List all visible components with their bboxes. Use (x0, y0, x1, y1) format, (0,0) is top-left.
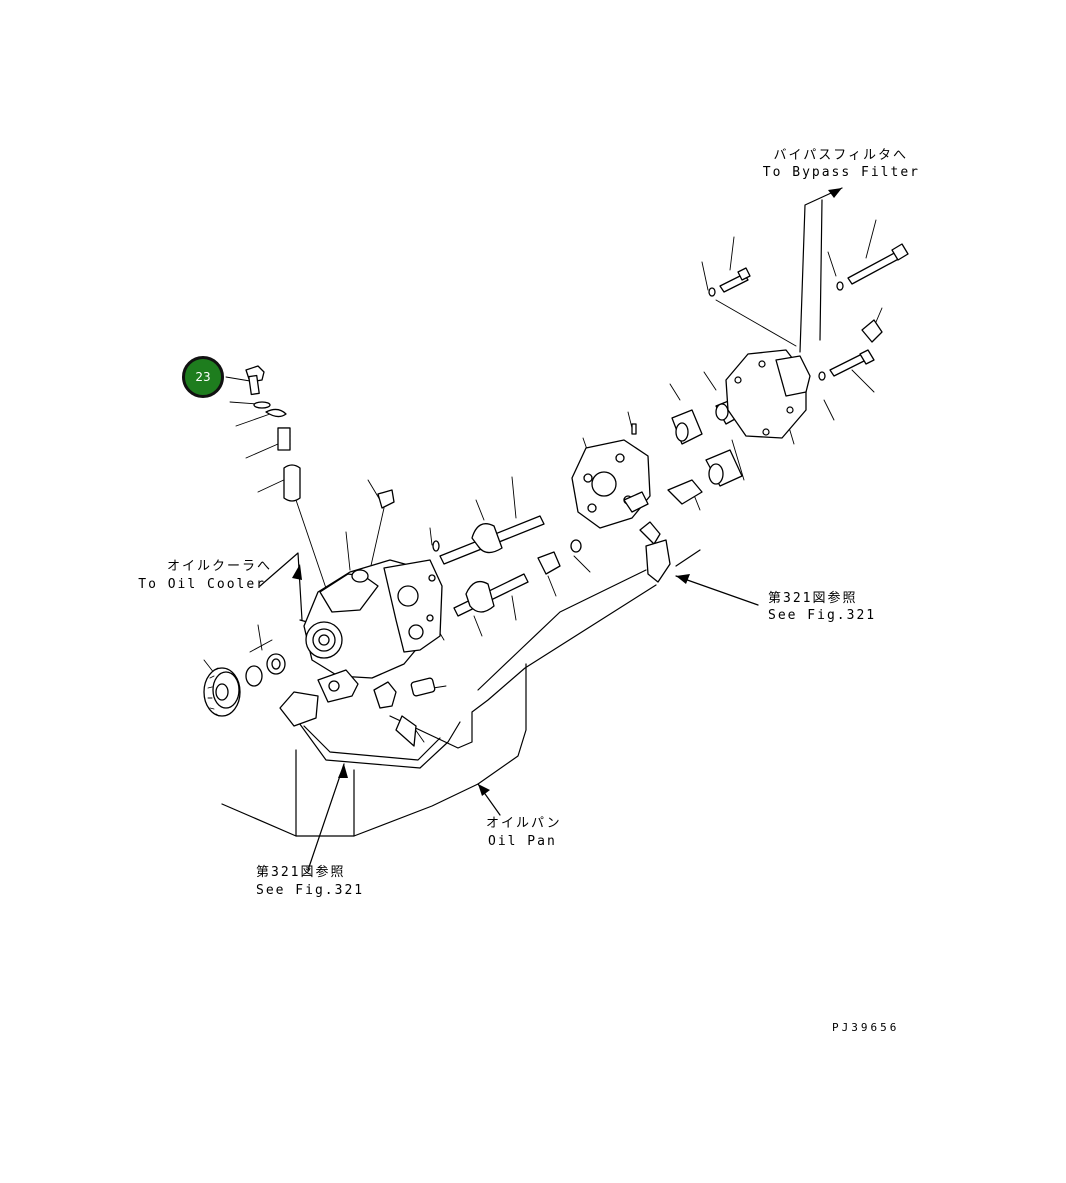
pump-body (303, 559, 443, 703)
pump-cover (725, 349, 811, 439)
leader-lines (203, 219, 883, 743)
oil-pan-label-en: Oil Pan (488, 834, 557, 849)
see-fig-left-en: See Fig.321 (256, 883, 365, 898)
drawing-code: PJ39656 (832, 1021, 900, 1034)
oil-cooler-label-en: To Oil Cooler (138, 577, 266, 592)
oil-pan-label-jp: オイルパン (486, 816, 562, 831)
bushings (245, 639, 286, 687)
plug-part (369, 489, 395, 571)
drive-gear (203, 667, 241, 717)
callout-badge[interactable]: 23 (182, 356, 224, 398)
bypass-filter-label-en: To Bypass Filter (762, 165, 920, 180)
see-fig-left-jp: 第321図参照 (256, 865, 346, 880)
pump-middle-housing (571, 423, 671, 583)
gear-shafts (432, 515, 582, 617)
lower-fittings (279, 677, 436, 747)
arrow-heads (292, 188, 842, 796)
oil-cooler-label-jp: オイルクーラへ (166, 559, 272, 574)
cover-bolts (708, 243, 909, 381)
see-fig-right-jp: 第321図参照 (768, 591, 858, 606)
see-fig-right-en: See Fig.321 (768, 608, 877, 623)
relief-valve-parts (245, 365, 331, 601)
bypass-filter-label-jp: バイパスフィルタへ (773, 148, 908, 163)
